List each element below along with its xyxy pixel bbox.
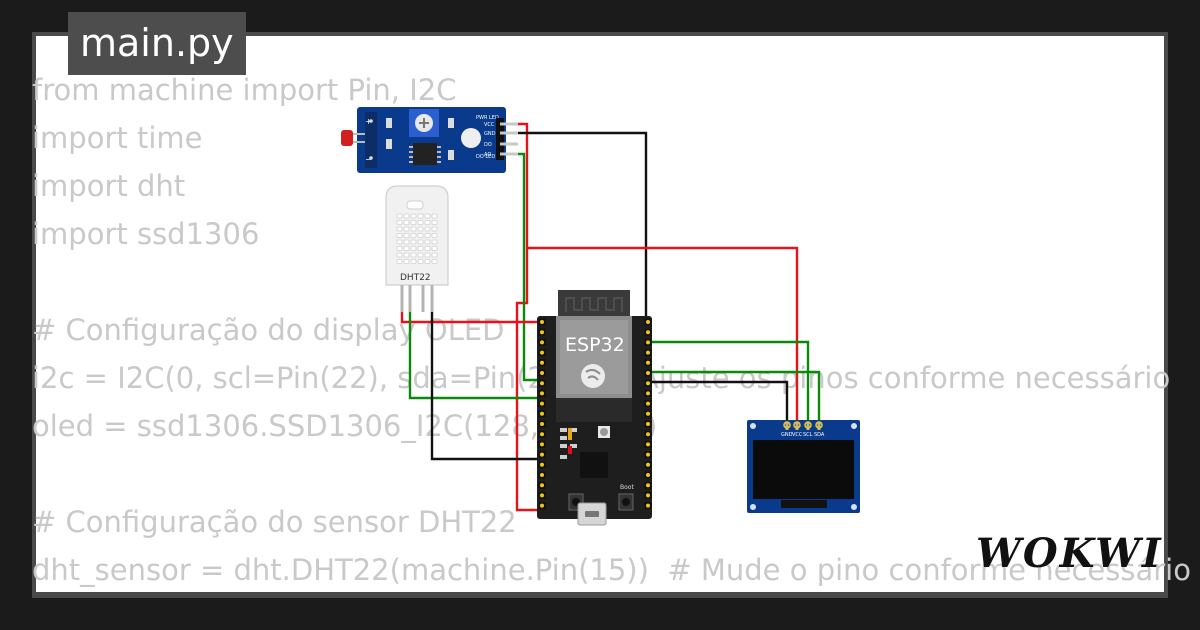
wire-oled-scl[interactable] (648, 370, 821, 430)
boot-button-label: Boot (620, 484, 634, 491)
ldr-pin-label: GND (484, 131, 496, 137)
code-line: import dht (32, 169, 186, 203)
svg-text:+: + (365, 117, 372, 126)
pwr-led-label: PWR LED (476, 115, 499, 121)
svg-text:−: − (365, 155, 372, 164)
code-line: import time (32, 121, 203, 155)
wire-oled-gnd[interactable] (648, 380, 789, 430)
oled-display[interactable]: GND VCC SCL SDA (747, 420, 860, 513)
wire-dht-data[interactable] (408, 312, 542, 400)
file-tab[interactable]: main.py (68, 12, 246, 75)
oled-pin-label: SDA (814, 432, 825, 438)
dht22-sensor[interactable]: DHT22 (385, 185, 449, 312)
wire-oled-vcc[interactable] (527, 246, 799, 430)
esp32-board[interactable]: ESP32 Boot (537, 290, 652, 526)
code-line: import ssd1306 (32, 217, 260, 251)
wire-ldr-gnd[interactable] (515, 131, 648, 318)
led-icon (461, 128, 481, 148)
wokwi-logo: WOKWI (976, 530, 1163, 577)
do-led-label: DO LED (476, 154, 495, 160)
ldr-pin-label: VCC (484, 122, 495, 128)
wire-dht-vcc[interactable] (400, 312, 542, 324)
oled-pin-label: SCL (803, 432, 813, 438)
oled-pin-label: GND (781, 432, 793, 438)
oled-screen (753, 440, 854, 499)
ldr-module[interactable]: + − PWR LED DO LED VCC GND DO AO (341, 107, 518, 173)
dht22-label: DHT22 (400, 273, 431, 283)
wires (400, 122, 821, 512)
ldr-pin-label: DO (484, 142, 492, 148)
code-line: # Configuração do sensor DHT22 (32, 505, 517, 539)
code-line: from machine import Pin, I2C (32, 73, 457, 107)
wire-oled-sda[interactable] (648, 340, 810, 430)
wire-dht-gnd[interactable] (430, 312, 542, 461)
oled-pin-label: VCC (792, 432, 803, 438)
esp32-label: ESP32 (565, 334, 625, 356)
wire-ldr-vcc[interactable] (515, 122, 542, 512)
code-line: # Configuração do display OLED (32, 313, 505, 347)
wire-ldr-ao[interactable] (515, 152, 542, 382)
ldr-pin-label: AO (484, 152, 491, 158)
photoresistor[interactable] (341, 130, 353, 146)
